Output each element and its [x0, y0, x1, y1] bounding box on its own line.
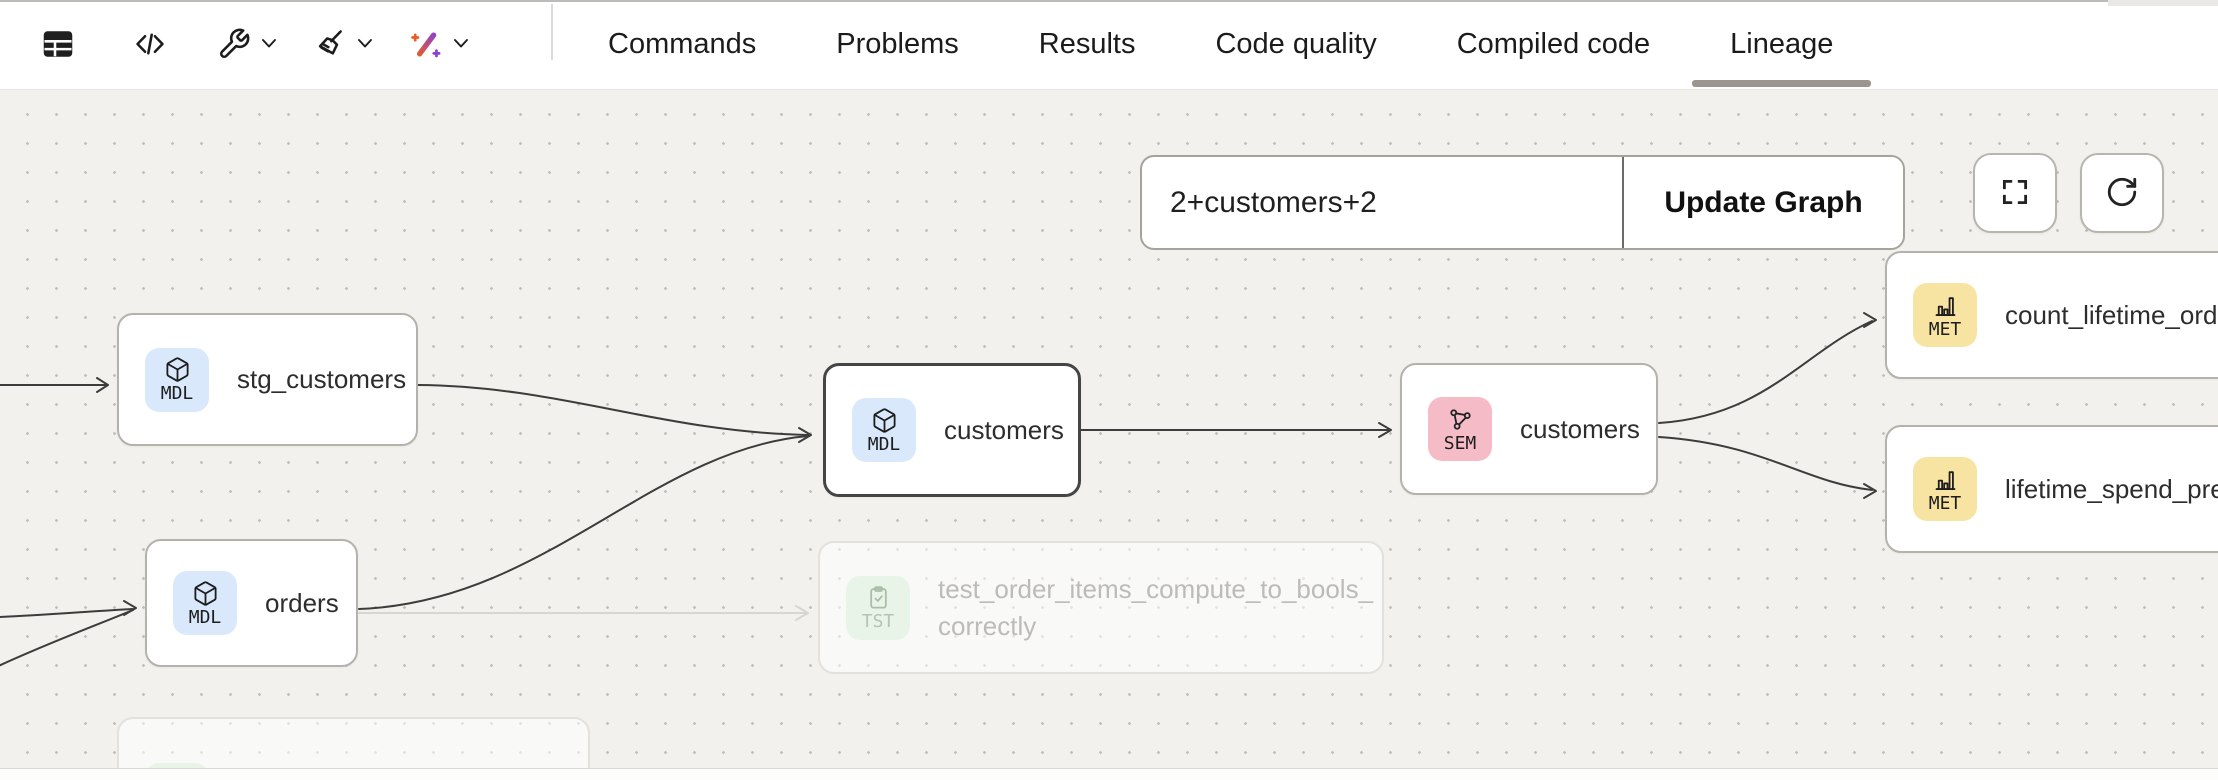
- node-partial-bottom[interactable]: [117, 717, 590, 768]
- lineage-filter-panel: Update Graph: [1140, 155, 1905, 250]
- bar-chart-icon: [1932, 292, 1959, 319]
- tab-bar: Commands Problems Results Code quality C…: [568, 0, 1873, 89]
- build-tools-button[interactable]: [214, 22, 254, 66]
- tab-commands[interactable]: Commands: [568, 0, 796, 89]
- node-title: lifetime_spend_pretax: [2005, 473, 2218, 504]
- cube-icon: [192, 580, 219, 607]
- fullscreen-icon: [1998, 175, 2032, 212]
- node-title: count_lifetime_orders: [2005, 299, 2218, 330]
- chevron-down-icon: [450, 32, 472, 57]
- node-orders[interactable]: MDL orders: [145, 539, 358, 667]
- tab-problems[interactable]: Problems: [796, 0, 999, 89]
- code-view-button[interactable]: [130, 22, 170, 66]
- chevron-down-icon: [258, 32, 280, 57]
- update-graph-button[interactable]: Update Graph: [1622, 157, 1903, 248]
- clipboard-check-icon: [865, 584, 892, 611]
- metric-type-badge: MET: [1913, 283, 1977, 347]
- semantic-type-badge: SEM: [1428, 397, 1492, 461]
- node-type-label: MDL: [188, 606, 222, 628]
- tab-lineage[interactable]: Lineage: [1690, 0, 1873, 89]
- cube-icon: [871, 407, 898, 434]
- table-icon: [40, 26, 76, 62]
- network-graph-icon: [1447, 406, 1474, 433]
- node-title: customers: [1520, 413, 1640, 444]
- node-title: stg_customers: [237, 364, 407, 394]
- bottom-panel-edge: [0, 768, 2218, 780]
- lineage-canvas[interactable]: MDL stg_customers MDL orders: [0, 90, 2218, 768]
- node-type-label: MDL: [867, 433, 901, 455]
- toolbar: [38, 0, 476, 88]
- tab-compiled-code[interactable]: Compiled code: [1417, 0, 1690, 89]
- node-type-label: SEM: [1443, 432, 1477, 454]
- node-lifetime-spend-pretax[interactable]: MET lifetime_spend_pretax: [1885, 425, 2218, 553]
- cleanup-tools-button[interactable]: [310, 22, 350, 66]
- node-type-label: MET: [1928, 318, 1962, 340]
- node-type-label: MDL: [160, 383, 194, 404]
- code-icon: [133, 27, 167, 61]
- node-count-lifetime-orders[interactable]: MET count_lifetime_orders: [1885, 251, 2218, 379]
- model-type-badge: MDL: [852, 398, 916, 462]
- node-test-order-items[interactable]: TST test_order_items_compute_to_bools_co…: [818, 541, 1384, 674]
- top-scrollbar-fragment[interactable]: [2108, 0, 2218, 6]
- toolbar-divider: [551, 4, 553, 60]
- test-type-badge: TST: [846, 575, 910, 640]
- node-title: orders: [265, 587, 339, 618]
- build-tools-dropdown[interactable]: [254, 22, 284, 66]
- broom-icon: [313, 27, 347, 61]
- model-type-badge: MDL: [173, 571, 237, 635]
- node-stg-customers[interactable]: MDL stg_customers: [117, 313, 418, 446]
- refresh-icon: [2105, 175, 2139, 212]
- tab-results[interactable]: Results: [999, 0, 1176, 89]
- tab-code-quality[interactable]: Code quality: [1175, 0, 1416, 89]
- model-type-badge: MDL: [145, 347, 209, 412]
- node-title: customers: [944, 414, 1064, 445]
- node-customers-semantic[interactable]: SEM customers: [1400, 363, 1658, 495]
- cube-icon: [164, 356, 191, 383]
- metric-type-badge: MET: [1913, 457, 1977, 521]
- node-title: test_order_items_compute_to_bools_correc…: [938, 574, 1374, 641]
- lineage-filter-input[interactable]: [1142, 157, 1622, 248]
- seed-type-badge: [145, 763, 209, 768]
- node-type-label: TST: [861, 611, 895, 632]
- panel-header: Commands Problems Results Code quality C…: [0, 0, 2218, 90]
- node-type-label: MET: [1928, 492, 1962, 514]
- cleanup-tools-dropdown[interactable]: [350, 22, 380, 66]
- bar-chart-icon: [1932, 466, 1959, 493]
- node-customers-model[interactable]: MDL customers: [823, 363, 1081, 497]
- magic-wand-icon: [407, 25, 445, 63]
- ai-tools-dropdown[interactable]: [446, 22, 476, 66]
- fit-view-button[interactable]: [1973, 153, 2057, 233]
- top-border: [0, 0, 2108, 2]
- refresh-graph-button[interactable]: [2080, 153, 2164, 233]
- table-view-button[interactable]: [38, 22, 78, 66]
- wrench-icon: [217, 27, 251, 61]
- chevron-down-icon: [354, 32, 376, 57]
- ai-tools-button[interactable]: [406, 22, 446, 66]
